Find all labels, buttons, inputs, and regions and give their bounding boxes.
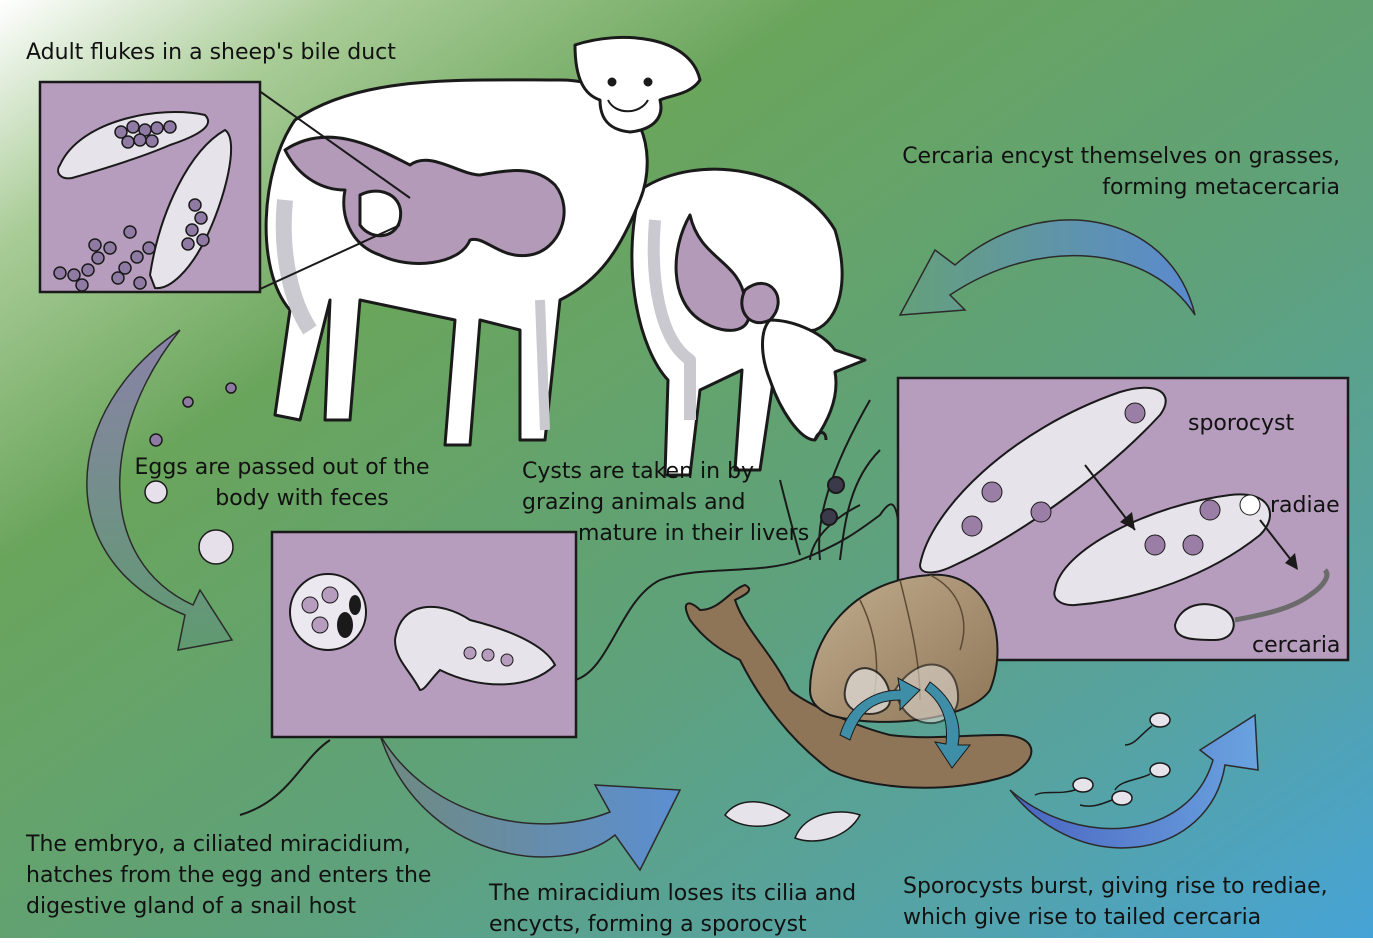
caption-cysts-taken: Cysts are taken in by grazing animals an… [522,456,809,549]
egg-dot [92,252,104,264]
caption-cercaria-encyst: Cercaria encyst themselves on grasses, f… [868,141,1340,203]
egg-dot [54,267,66,279]
egg-dot [112,272,124,284]
egg-dot [122,136,134,148]
egg-dot [164,121,176,133]
egg-dot [189,199,201,211]
egg-dot [131,251,143,263]
egg-dot [186,224,198,236]
egg-dot [134,134,146,146]
inset-adult-flukes [40,82,260,292]
egg-dot [76,279,88,291]
egg-dot [197,234,209,246]
caption-sporocysts-burst: Sporocysts burst, giving rise to rediae,… [903,871,1328,933]
caption-adult-flukes: Adult flukes in a sheep's bile duct [26,37,396,68]
inset-miracidium [272,532,576,737]
caption-miracidium-loses: The miracidium loses its cilia and encyc… [489,878,856,940]
egg-dot [124,226,136,238]
egg-dot [104,242,116,254]
egg-dot [195,212,207,224]
label-cercaria: cercaria [1252,633,1340,658]
caption-eggs-passed: Eggs are passed out of the body with fec… [123,452,441,514]
egg-dot [82,264,94,276]
egg-dot [68,269,80,281]
egg-dot [134,277,146,289]
egg-dot [146,135,158,147]
egg-dot [182,238,194,250]
label-sporocyst: sporocyst [1188,411,1294,436]
egg-dot [143,242,155,254]
label-radiae: radiae [1270,493,1340,518]
egg-dot [151,122,163,134]
caption-embryo: The embryo, a ciliated miracidium, hatch… [26,829,431,922]
egg-dot [127,121,139,133]
egg-dot [89,239,101,251]
